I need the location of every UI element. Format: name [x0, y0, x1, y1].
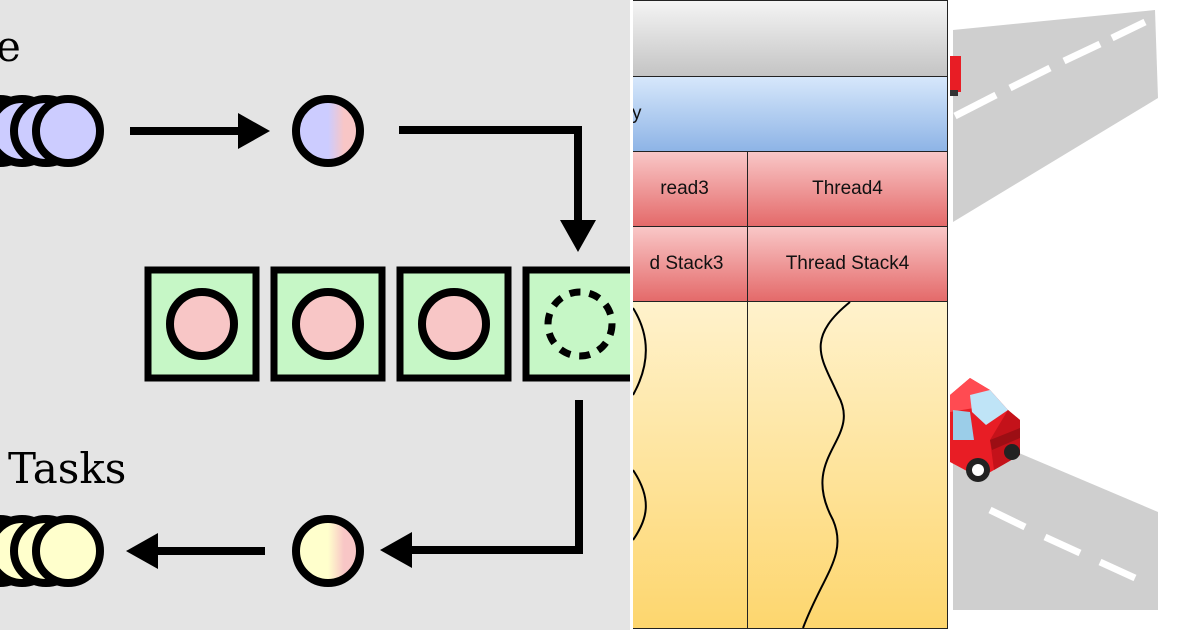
outgoing-task: [292, 515, 364, 587]
stack-area: [747, 301, 948, 629]
thread-pool-diagram: e Tasks: [0, 0, 630, 630]
finished-tasks: [0, 515, 104, 587]
shared-region: y: [633, 76, 948, 152]
worker-slot: [270, 266, 386, 382]
top-band: [633, 0, 948, 77]
thread-stack-cell: Thread Stack4: [747, 226, 948, 302]
car-icon: [950, 378, 1020, 482]
road-segment: [953, 10, 1158, 222]
top-label: e: [0, 22, 21, 71]
car-fragment: [950, 56, 961, 92]
worker-slot: [144, 266, 260, 382]
queued-tasks: [0, 95, 104, 167]
arrow-down-icon: [399, 126, 596, 252]
thread-cell: Thread4: [747, 151, 948, 227]
worker-slot-idle: [522, 266, 630, 382]
arrow-right-icon: [130, 113, 270, 149]
lane-markings: [988, 506, 1137, 582]
stack-area: [633, 301, 748, 629]
thread-label: read3: [660, 178, 709, 199]
thread-memory-diagram: y read3 Thread4 d Stack3 Thread Stack4: [633, 0, 950, 630]
shared-region-label: y: [633, 103, 642, 124]
arrow-left-icon: [380, 400, 583, 568]
road-illustration: [950, 0, 1200, 630]
empty-slot-icon: [544, 288, 616, 360]
incoming-task: [292, 95, 364, 167]
worker-slot: [396, 266, 512, 382]
bottom-label: Tasks: [8, 444, 127, 493]
thread-label: Thread4: [812, 178, 883, 199]
thread-cell: read3: [633, 151, 748, 227]
pool-diagram-graphics: [0, 95, 630, 587]
lane-markings: [953, 18, 1147, 120]
worker-slots: [144, 266, 630, 382]
thread-stack-label: Thread Stack4: [785, 253, 910, 274]
thread-stack-label: d Stack3: [649, 253, 724, 274]
road-graphics: [950, 10, 1158, 610]
stack-growth-curves: [633, 301, 851, 629]
arrow-left-icon: [126, 533, 265, 569]
